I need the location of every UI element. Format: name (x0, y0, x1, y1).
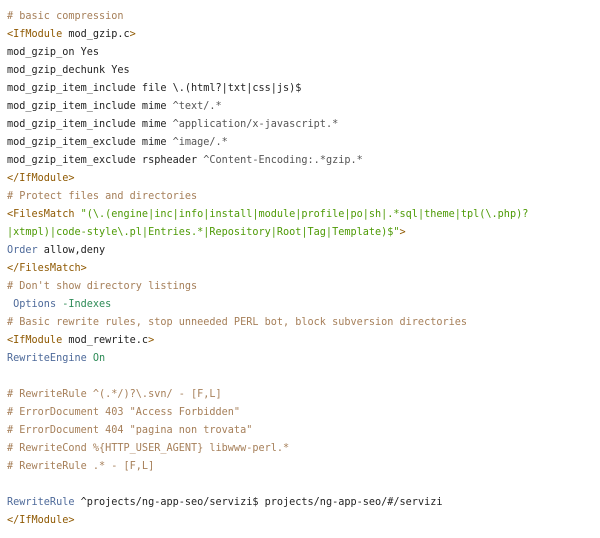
code-line: # Don't show directory listings (7, 278, 600, 296)
code-line: mod_gzip_item_exclude rspheader ^Content… (7, 152, 600, 170)
code-line: <IfModule mod_rewrite.c> (7, 332, 600, 350)
code-line (7, 368, 600, 386)
code-token: # RewriteRule ^(.*/)?\.svn/ - [F,L] (7, 389, 222, 400)
code-token: # ErrorDocument 404 "pagina non trovata" (7, 425, 253, 436)
code-token: mod_gzip_dechunk Yes (7, 65, 130, 76)
code-line: <FilesMatch "(\.(engine|inc|info|install… (7, 206, 600, 224)
code-line: Order allow,deny (7, 242, 600, 260)
code-token: </IfModule> (7, 173, 75, 184)
code-line: RewriteEngine On (7, 350, 600, 368)
code-line: mod_gzip_item_exclude mime ^image/.* (7, 134, 600, 152)
code-line: mod_gzip_item_include mime ^application/… (7, 116, 600, 134)
code-token: ^application/x-javascript.* (172, 119, 339, 130)
code-token: Options (13, 299, 57, 310)
code-line: </IfModule> (7, 170, 600, 188)
code-line: mod_gzip_dechunk Yes (7, 62, 600, 80)
code-token: mod_gzip_item_exclude mime (7, 137, 173, 148)
code-token: mod_gzip_on Yes (7, 47, 100, 58)
code-token: </IfModule> (7, 515, 75, 526)
code-token: ^text/.* (172, 101, 222, 112)
code-token: Order (7, 245, 38, 256)
code-line: # Basic rewrite rules, stop unneeded PER… (7, 314, 600, 332)
code-token: > (399, 227, 406, 238)
code-token: allow,deny (37, 245, 106, 256)
code-line (7, 476, 600, 494)
code-token: mod_gzip_item_include mime (7, 119, 173, 130)
code-token: <IfModule (7, 29, 63, 40)
code-token: RewriteEngine (7, 353, 87, 364)
code-line: # RewriteRule ^(.*/)?\.svn/ - [F,L] (7, 386, 600, 404)
code-token: mod_gzip.c (62, 29, 130, 40)
code-token: <FilesMatch (7, 209, 75, 220)
code-token: # basic compression (7, 11, 124, 22)
code-line: </IfModule> (7, 512, 600, 530)
code-token: # RewriteRule .* - [F,L] (7, 461, 155, 472)
code-line: # RewriteRule .* - [F,L] (7, 458, 600, 476)
code-line: # ErrorDocument 404 "pagina non trovata" (7, 422, 600, 440)
code-token: ^Content-Encoding:.*gzip.* (203, 155, 363, 166)
code-token: # ErrorDocument 403 "Access Forbidden" (7, 407, 241, 418)
code-line: RewriteRule ^projects/ng-app-seo/servizi… (7, 494, 600, 512)
code-token: > (129, 29, 136, 40)
code-line: mod_gzip_item_include file \.(html?|txt|… (7, 80, 600, 98)
code-token: # RewriteCond %{HTTP_USER_AGENT} libwww-… (7, 443, 290, 454)
code-line: # ErrorDocument 403 "Access Forbidden" (7, 404, 600, 422)
code-token: <IfModule (7, 335, 63, 346)
code-token: mod_gzip_item_exclude rspheader (7, 155, 204, 166)
code-token: mod_gzip_item_include mime (7, 101, 173, 112)
code-token: -Indexes (56, 299, 112, 310)
code-line: <IfModule mod_gzip.c> (7, 26, 600, 44)
code-token: On (86, 353, 106, 364)
code-token: </FilesMatch> (7, 263, 87, 274)
code-line: mod_gzip_item_include mime ^text/.* (7, 98, 600, 116)
code-token: mod_gzip_item_include file \.(html?|txt|… (7, 83, 302, 94)
code-line: # Protect files and directories (7, 188, 600, 206)
code-token: ^projects/ng-app-seo/servizi$ projects/n… (74, 497, 443, 508)
code-line: mod_gzip_on Yes (7, 44, 600, 62)
code-token: |xtmpl)|code-style\.pl|Entries.*|Reposit… (7, 227, 400, 238)
code-token: # Protect files and directories (7, 191, 198, 202)
code-token: RewriteRule (7, 497, 75, 508)
code-token: "(\.(engine|inc|info|install|module|prof… (74, 209, 529, 220)
code-token: # Basic rewrite rules, stop unneeded PER… (7, 317, 468, 328)
code-line: # basic compression (7, 8, 600, 26)
code-token: # Don't show directory listings (7, 281, 198, 292)
code-line: </FilesMatch> (7, 260, 600, 278)
code-token: ^image/.* (172, 137, 228, 148)
code-token: > (148, 335, 155, 346)
code-token: mod_rewrite.c (62, 335, 149, 346)
code-line: Options -Indexes (7, 296, 600, 314)
code-line: # RewriteCond %{HTTP_USER_AGENT} libwww-… (7, 440, 600, 458)
code-line: |xtmpl)|code-style\.pl|Entries.*|Reposit… (7, 224, 600, 242)
